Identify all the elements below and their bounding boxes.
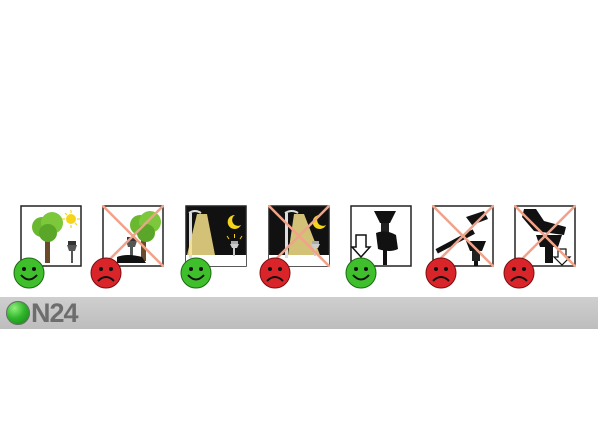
panel-push-by-hand (350, 205, 412, 267)
bad-sad-face-icon (90, 257, 122, 289)
bad-sad-face-icon (259, 257, 291, 289)
good-smiley-icon (13, 257, 45, 289)
good-smiley-icon (345, 257, 377, 289)
bad-sad-face-icon (503, 257, 535, 289)
instruction-strip (0, 205, 598, 295)
panel-hammer (432, 205, 494, 267)
panel-foot-press (514, 205, 576, 267)
panel-night-away-from-light (185, 205, 247, 267)
good-smiley-icon (180, 257, 212, 289)
brand-bar: N24 (0, 297, 598, 329)
bad-sad-face-icon (425, 257, 457, 289)
green-dot-icon (6, 301, 30, 325)
n24-logo[interactable]: N24 (6, 298, 79, 328)
panel-night-under-light (268, 205, 330, 267)
panel-shade-placement (102, 205, 164, 267)
logo-text: N24 (31, 298, 79, 328)
panel-sunny-placement (20, 205, 82, 267)
